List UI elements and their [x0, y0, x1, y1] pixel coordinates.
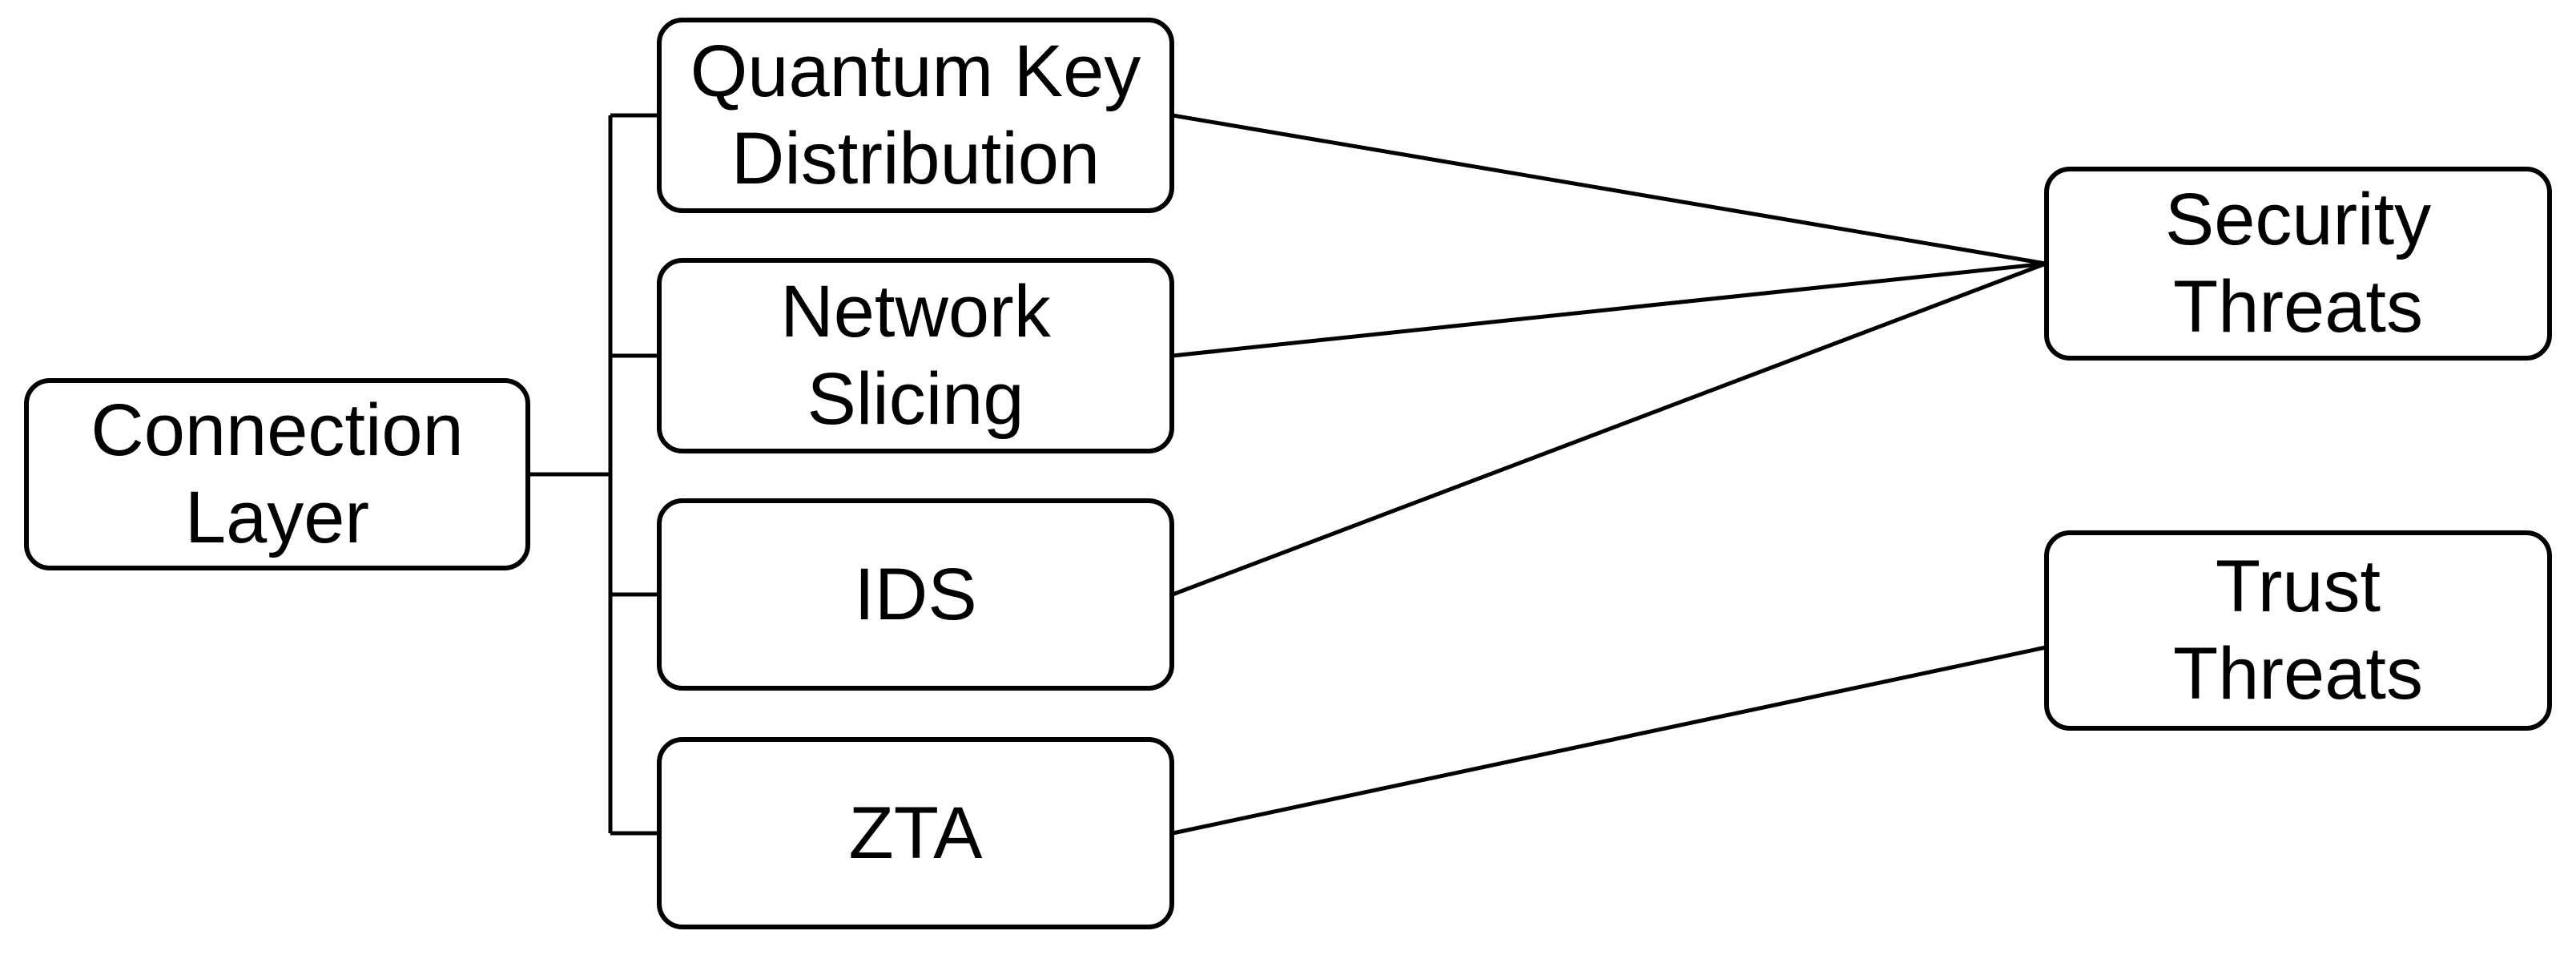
node-label-line: Threats [2173, 266, 2423, 348]
node-label-line: Distribution [731, 118, 1101, 199]
node-security-threats: Security Threats [2044, 167, 2552, 361]
node-label-line: Layer [184, 477, 370, 558]
edge-ids-to-security-threats [1172, 261, 2047, 597]
node-label-line: Threats [2173, 633, 2423, 715]
node-ids: IDS [657, 498, 1174, 691]
node-label-line: Trust [2215, 546, 2381, 628]
node-label-line: ZTA [848, 792, 983, 874]
edge-network-slicing-to-security-threats [1172, 261, 2047, 358]
node-label-line: Security [2164, 179, 2432, 261]
node-connection-layer: Connection Layer [24, 378, 530, 570]
node-trust-threats: Trust Threats [2044, 530, 2552, 731]
node-label-line: Network [780, 271, 1051, 353]
node-label-line: Quantum Key [690, 30, 1141, 113]
node-quantum-key-distribution: Quantum Key Distribution [657, 18, 1174, 213]
node-network-slicing: Network Slicing [657, 258, 1174, 453]
node-label-line: IDS [854, 553, 977, 635]
node-label-line: Slicing [807, 358, 1024, 440]
edge-zta-to-trust-threats [1172, 645, 2047, 836]
node-zta: ZTA [657, 737, 1174, 929]
node-label-line: Connection [91, 389, 464, 472]
edge-quantum-key-distribution-to-security-threats [1172, 113, 2047, 266]
